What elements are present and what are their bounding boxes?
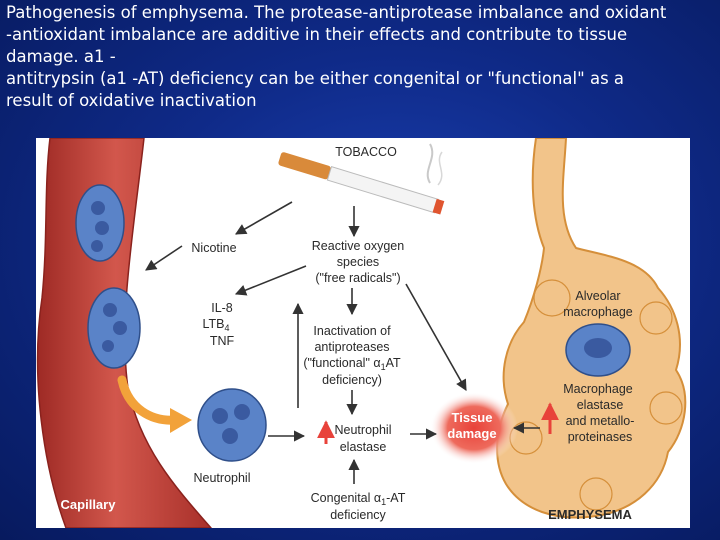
cigarette-icon — [278, 143, 445, 215]
mediator-ltb4: LTB4 — [202, 317, 229, 333]
alveolar-macrophage-cell — [565, 323, 631, 377]
neutrophil-migration-arrow — [117, 375, 181, 425]
caption-line-3: damage. a1 - — [6, 47, 116, 66]
inactivation-line-2: antiproteases — [314, 340, 389, 354]
reactive-oxygen-line-2: species — [337, 255, 379, 269]
figure-caption: Pathogenesis of emphysema. The protease-… — [6, 2, 712, 112]
caption-line-1: Pathogenesis of emphysema. The protease-… — [6, 3, 667, 22]
emphysema-label: EMPHYSEMA — [548, 507, 632, 522]
congenital-line-2: deficiency — [330, 508, 386, 522]
caption-line-5: result of oxidative inactivation — [6, 91, 257, 110]
mediator-tnf: TNF — [210, 334, 235, 348]
diagram-panel: TOBACCO Nicotine Reactive oxygen species… — [36, 137, 690, 529]
neutrophil-elastase-line-2: elastase — [340, 440, 387, 454]
reactive-oxygen-line-3: ("free radicals") — [315, 271, 400, 285]
reactive-oxygen-line-1: Reactive oxygen — [312, 239, 404, 253]
macrophage-elastase-line-1: Macrophage — [563, 382, 633, 396]
tissue-damage-line-2: damage — [447, 426, 496, 441]
mediator-il8: IL-8 — [211, 301, 233, 315]
neutrophil-label: Neutrophil — [194, 471, 251, 485]
tissue-damage-blob — [430, 392, 518, 464]
emphysema-diagram: TOBACCO Nicotine Reactive oxygen species… — [36, 137, 687, 529]
nicotine-label: Nicotine — [191, 241, 236, 255]
inactivation-line-3: ("functional" α1AT — [303, 356, 401, 372]
alveolar-macrophage-line-1: Alveolar — [575, 289, 620, 303]
macrophage-elastase-line-4: proteinases — [568, 430, 633, 444]
neutrophil-cell — [197, 388, 267, 462]
caption-line-2: -antioxidant imbalance are additive in t… — [6, 25, 628, 44]
alveolar-macrophage-line-2: macrophage — [563, 305, 633, 319]
capillary-label: Capillary — [61, 497, 117, 512]
caption-line-4: antitrypsin (a1 -AT) deficiency can be e… — [6, 69, 625, 88]
inactivation-line-1: Inactivation of — [313, 324, 391, 338]
macrophage-elastase-line-2: elastase — [577, 398, 624, 412]
neutrophil-elastase-line-1: Neutrophil — [335, 423, 392, 437]
blood-cell-1 — [75, 184, 125, 262]
macrophage-elastase-line-3: and metallo- — [566, 414, 635, 428]
blood-cell-2 — [87, 287, 141, 369]
tobacco-label: TOBACCO — [335, 145, 397, 159]
congenital-line-1: Congenital α1-AT — [311, 491, 406, 507]
tissue-damage-line-1: Tissue — [452, 410, 493, 425]
inactivation-line-4: deficiency) — [322, 373, 382, 387]
